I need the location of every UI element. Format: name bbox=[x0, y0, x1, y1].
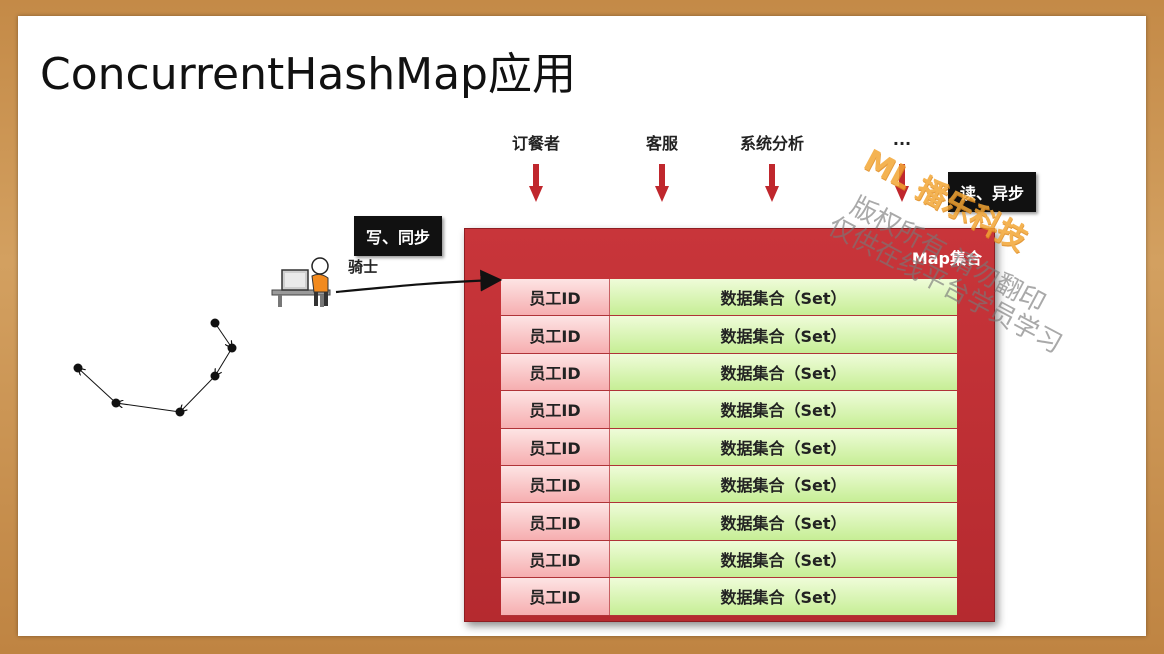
down-arrow-icon bbox=[529, 164, 543, 202]
read-async-tag: 读、异步 bbox=[948, 172, 1037, 212]
data-set-cell: 数据集合（Set） bbox=[610, 353, 957, 391]
write-sync-tag: 写、同步 bbox=[354, 216, 443, 256]
data-set-cell: 数据集合（Set） bbox=[610, 578, 957, 615]
slide: ConcurrentHashMap应用 订餐者 客服 系统分析 ... 写、同步… bbox=[18, 16, 1146, 636]
down-arrow-icon bbox=[895, 164, 909, 202]
down-arrow-icon bbox=[655, 164, 669, 202]
employee-id-cell: 员工ID bbox=[501, 353, 610, 391]
delivery-route bbox=[78, 322, 232, 412]
employee-id-cell: 员工ID bbox=[501, 316, 610, 353]
route-points bbox=[73, 318, 237, 417]
data-set-cell: 数据集合（Set） bbox=[610, 503, 957, 540]
data-set-cell: 数据集合（Set） bbox=[610, 428, 957, 465]
employee-id-cell: 员工ID bbox=[501, 465, 610, 503]
role-label-customer-service: 客服 bbox=[645, 134, 679, 153]
data-set-cell: 数据集合（Set） bbox=[610, 316, 957, 353]
data-set-cell: 数据集合（Set） bbox=[610, 391, 957, 428]
role-label-system-analysis: 系统分析 bbox=[739, 134, 805, 153]
employee-id-cell: 员工ID bbox=[501, 503, 610, 540]
down-arrow-icon bbox=[765, 164, 779, 202]
role-label-more: ... bbox=[892, 130, 912, 149]
data-set-cell: 数据集合（Set） bbox=[610, 279, 957, 316]
employee-id-cell: 员工ID bbox=[501, 391, 610, 428]
employee-id-cell: 员工ID bbox=[501, 428, 610, 465]
slide-title: ConcurrentHashMap应用 bbox=[40, 49, 576, 100]
knight-figure-icon bbox=[271, 257, 331, 307]
data-set-cell: 数据集合（Set） bbox=[610, 465, 957, 503]
knight-label: 骑士 bbox=[348, 258, 379, 276]
employee-id-cell: 员工ID bbox=[501, 578, 610, 615]
employee-id-cell: 员工ID bbox=[501, 279, 610, 316]
role-label-orderer: 订餐者 bbox=[511, 134, 561, 153]
map-collection-label: Map集合 bbox=[911, 249, 982, 268]
employee-id-cell: 员工ID bbox=[501, 540, 610, 578]
data-set-cell: 数据集合（Set） bbox=[610, 540, 957, 578]
